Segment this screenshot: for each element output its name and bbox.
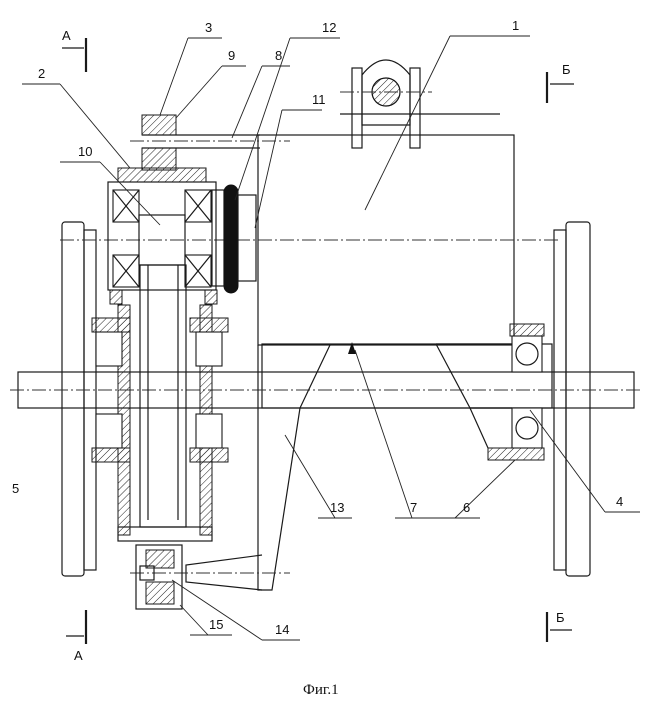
section-a-top: А (62, 28, 71, 43)
part-number-3: 3 (205, 20, 212, 35)
part-number-1: 1 (512, 18, 519, 33)
part-number-13: 13 (330, 500, 344, 515)
figure-caption: Фиг.1 (303, 682, 339, 698)
axle-bearing-right (435, 323, 545, 461)
callouts: 1 2 3 4 5 6 7 8 9 10 11 12 13 14 15 (12, 18, 640, 641)
bottom-bracket (135, 544, 183, 610)
part-number-14: 14 (275, 622, 289, 637)
section-b-bottom: Б (556, 610, 565, 625)
torque-arm (130, 344, 331, 591)
part-number-12: 12 (322, 20, 336, 35)
part-number-8: 8 (275, 48, 282, 63)
top-pin-mount (130, 114, 290, 171)
section-a-bottom: А (74, 648, 83, 663)
axle-bearings-left (91, 317, 229, 463)
upper-bearing-assembly (107, 167, 218, 305)
part-number-7: 7 (410, 500, 417, 515)
axle-shaft (10, 343, 640, 409)
coupling (211, 184, 257, 294)
part-number-15: 15 (209, 617, 223, 632)
top-clevis (340, 59, 500, 149)
right-wheel (553, 221, 591, 577)
gear-column (117, 264, 213, 542)
part-number-5: 5 (12, 481, 19, 496)
part-number-9: 9 (228, 48, 235, 63)
part-number-11: 11 (312, 92, 326, 107)
part-number-4: 4 (616, 494, 623, 509)
motor-housing (60, 134, 560, 346)
part-number-2: 2 (38, 66, 45, 81)
section-marks: А А Б Б (62, 28, 574, 663)
section-b-top: Б (562, 62, 571, 77)
part-number-10: 10 (78, 144, 92, 159)
part-number-6: 6 (463, 500, 470, 515)
left-wheel (61, 221, 97, 577)
